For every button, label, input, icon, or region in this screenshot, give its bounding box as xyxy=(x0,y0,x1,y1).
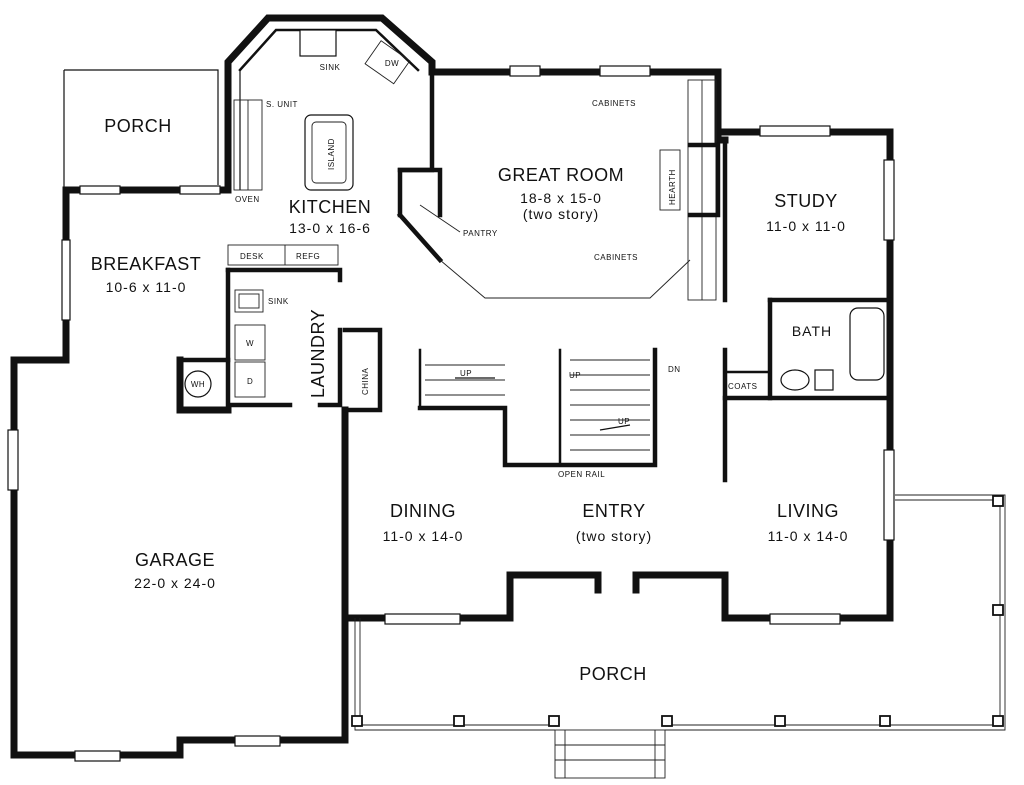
great-room-note: (two story) xyxy=(523,206,599,222)
coats-label: COATS xyxy=(728,382,757,391)
open-rail-label: OPEN RAIL xyxy=(558,470,605,479)
kitchen-sink-label: SINK xyxy=(320,63,341,72)
front-porch-label: PORCH xyxy=(579,664,647,684)
breakfast-label: BREAKFAST xyxy=(91,254,202,274)
desk-label: DESK xyxy=(240,252,264,261)
stair-up-label-2: UP xyxy=(569,371,581,380)
stair-up-label-1: UP xyxy=(460,369,472,378)
cabinets-bottom-label: CABINETS xyxy=(594,253,638,262)
fixtures xyxy=(184,40,885,398)
kitchen-label: KITCHEN xyxy=(289,197,372,217)
great-room-dims: 18-8 x 15-0 xyxy=(520,190,602,206)
exterior-walls xyxy=(10,68,894,759)
stairs xyxy=(425,359,650,451)
laundry-sink-label: SINK xyxy=(268,297,289,306)
windows xyxy=(7,29,895,762)
washer-label: W xyxy=(246,339,254,348)
great-room-label: GREAT ROOM xyxy=(498,165,624,185)
interior-walls xyxy=(176,69,893,483)
dw-label: DW xyxy=(385,59,399,68)
breakfast-dims: 10-6 x 11-0 xyxy=(106,279,187,295)
stair-up-label-3: UP xyxy=(618,417,630,426)
rear-porch-outline xyxy=(63,69,219,190)
bath-label: BATH xyxy=(792,323,832,339)
hearth-label: HEARTH xyxy=(668,169,677,205)
garage-label: GARAGE xyxy=(135,550,215,570)
china-label: CHINA xyxy=(361,367,370,395)
study-label: STUDY xyxy=(774,191,838,211)
rear-porch-label: PORCH xyxy=(104,116,172,136)
oven-label: OVEN xyxy=(235,195,260,204)
study-dims: 11-0 x 11-0 xyxy=(766,218,846,234)
stair-down-label: DN xyxy=(668,365,681,374)
dining-dims: 11-0 x 14-0 xyxy=(383,528,464,544)
living-label: LIVING xyxy=(777,501,839,521)
garage-dims: 22-0 x 24-0 xyxy=(134,575,216,591)
entry-note: (two story) xyxy=(576,528,652,544)
refg-label: REFG xyxy=(296,252,320,261)
front-porch xyxy=(351,494,1006,779)
laundry-label: LAUNDRY xyxy=(308,309,328,398)
entry-label: ENTRY xyxy=(582,501,645,521)
kitchen-dims: 13-0 x 16-6 xyxy=(289,220,371,236)
pantry-label: PANTRY xyxy=(463,229,498,238)
dining-label: DINING xyxy=(390,501,456,521)
dryer-label: D xyxy=(247,377,253,386)
s-unit-label: S. UNIT xyxy=(266,100,298,109)
living-dims: 11-0 x 14-0 xyxy=(768,528,849,544)
cabinets-top-label: CABINETS xyxy=(592,99,636,108)
water-heater-label: WH xyxy=(191,380,205,389)
island-label: ISLAND xyxy=(327,138,336,170)
